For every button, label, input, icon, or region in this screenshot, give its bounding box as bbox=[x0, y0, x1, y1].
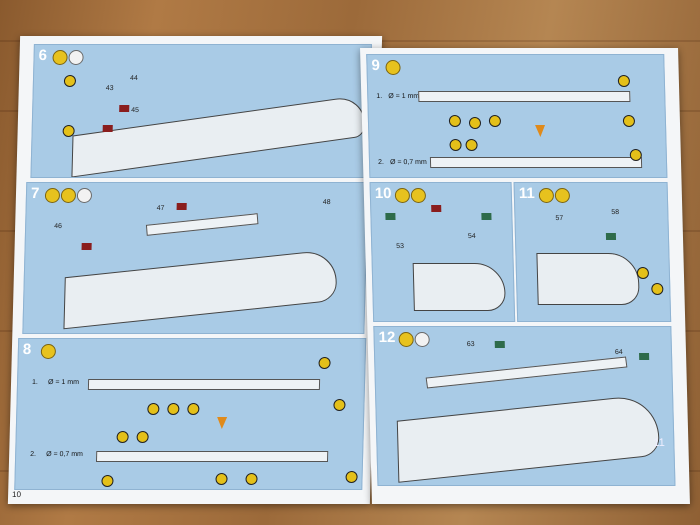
sub-step-label: 1. bbox=[31, 379, 38, 386]
drill-size: Ø = 0,7 mm bbox=[46, 451, 84, 458]
callout-icon bbox=[333, 399, 346, 411]
step-8-panel: 8 1. Ø = 1 mm 2. Ø = 0,7 mm bbox=[14, 338, 367, 490]
callout-icon bbox=[215, 473, 228, 485]
callout-icon bbox=[147, 403, 160, 415]
callout-icon bbox=[187, 403, 200, 415]
step-7-panel: 7 46 47 48 bbox=[22, 182, 369, 334]
glue-icon bbox=[394, 188, 411, 203]
flag-icon bbox=[119, 105, 130, 112]
boat-hull-drawing bbox=[536, 253, 640, 305]
callout-icon bbox=[617, 75, 631, 87]
flag-icon bbox=[639, 353, 650, 360]
glue-icon bbox=[398, 332, 414, 347]
step-number: 6 bbox=[38, 47, 48, 64]
glue-icon bbox=[554, 188, 571, 203]
flag-icon bbox=[385, 213, 396, 220]
page-number: 10 bbox=[12, 490, 22, 499]
page-number: 11 bbox=[653, 437, 665, 449]
railing-strip-drawing bbox=[429, 157, 643, 168]
callout-icon bbox=[629, 149, 642, 161]
step-9-panel: 9 1. Ø = 1 mm 2. Ø = 0,7 mm bbox=[366, 54, 668, 178]
callout-icon bbox=[101, 475, 114, 487]
callout-icon bbox=[465, 139, 478, 151]
callout-icon bbox=[318, 357, 331, 369]
glue-icon bbox=[385, 60, 401, 75]
flag-icon bbox=[481, 213, 492, 220]
callout-icon bbox=[63, 75, 77, 87]
step-number: 12 bbox=[378, 329, 396, 346]
part-number: 54 bbox=[467, 233, 476, 240]
step-number: 7 bbox=[30, 185, 40, 202]
step-12-panel: 12 63 64 11 bbox=[373, 326, 676, 486]
callout-icon bbox=[636, 267, 650, 279]
glue-icon bbox=[52, 50, 68, 65]
callout-icon bbox=[448, 115, 462, 127]
flag-icon bbox=[494, 341, 505, 348]
glue-icon bbox=[44, 188, 61, 203]
part-number: 58 bbox=[611, 209, 620, 216]
glue-icon bbox=[538, 188, 555, 203]
paint-icon bbox=[414, 332, 430, 347]
sub-step-label: 2. bbox=[30, 451, 37, 458]
part-number: 64 bbox=[614, 349, 623, 356]
step-number: 10 bbox=[374, 185, 392, 202]
railing-strip-drawing bbox=[425, 356, 628, 389]
hull-deck-drawing bbox=[71, 94, 366, 178]
railing-strip-drawing bbox=[418, 91, 631, 102]
callout-icon bbox=[345, 471, 358, 483]
callout-icon bbox=[116, 431, 129, 443]
step-6-panel: 6 43 44 45 bbox=[30, 44, 372, 178]
paint-icon bbox=[68, 50, 84, 65]
callout-icon bbox=[167, 403, 180, 415]
part-number: 53 bbox=[396, 243, 405, 250]
part-number: 48 bbox=[322, 199, 331, 206]
left-page: 6 43 44 45 7 46 47 48 8 1. Ø = 1 mm 2. Ø… bbox=[7, 36, 383, 504]
flag-icon bbox=[176, 203, 187, 210]
part-number: 45 bbox=[131, 107, 140, 114]
down-arrow-icon bbox=[216, 417, 228, 429]
boat-hull-drawing bbox=[63, 248, 338, 330]
railing-strip-drawing bbox=[95, 451, 329, 462]
callout-icon bbox=[449, 139, 462, 151]
boat-hull-drawing bbox=[396, 393, 660, 483]
railing-strip-drawing bbox=[87, 379, 321, 390]
boat-hull-drawing bbox=[412, 263, 506, 311]
step-number: 11 bbox=[518, 185, 535, 202]
callout-icon bbox=[488, 115, 502, 127]
drill-size: Ø = 1 mm bbox=[388, 93, 420, 100]
flag-icon bbox=[81, 243, 92, 250]
sub-step-label: 2. bbox=[377, 159, 384, 166]
glue-icon bbox=[60, 188, 77, 203]
part-number: 63 bbox=[466, 341, 475, 348]
callout-icon bbox=[136, 431, 149, 443]
step-number: 8 bbox=[22, 341, 32, 358]
step-11-panel: 11 57 58 bbox=[513, 182, 672, 322]
callout-icon bbox=[245, 473, 258, 485]
right-page: 9 1. Ø = 1 mm 2. Ø = 0,7 mm 10 53 54 11 bbox=[360, 48, 690, 504]
flag-icon bbox=[102, 125, 113, 132]
part-number: 43 bbox=[105, 85, 114, 92]
drill-size: Ø = 0,7 mm bbox=[389, 159, 427, 166]
part-number: 57 bbox=[555, 215, 564, 222]
callout-icon bbox=[622, 115, 636, 127]
callout-icon bbox=[651, 283, 664, 295]
flag-icon bbox=[431, 205, 442, 212]
part-number: 46 bbox=[54, 223, 63, 230]
down-arrow-icon bbox=[535, 125, 546, 137]
step-10-panel: 10 53 54 bbox=[369, 182, 516, 322]
flag-icon bbox=[605, 233, 617, 240]
drill-size: Ø = 1 mm bbox=[47, 379, 80, 386]
callout-icon bbox=[468, 117, 482, 129]
part-number: 44 bbox=[129, 75, 138, 82]
glue-icon bbox=[410, 188, 427, 203]
sub-step-label: 1. bbox=[376, 93, 383, 100]
part-number: 47 bbox=[156, 205, 165, 212]
clock-icon bbox=[76, 188, 93, 203]
plank-drawing bbox=[145, 213, 259, 236]
step-number: 9 bbox=[371, 57, 381, 74]
glue-icon bbox=[40, 344, 57, 359]
